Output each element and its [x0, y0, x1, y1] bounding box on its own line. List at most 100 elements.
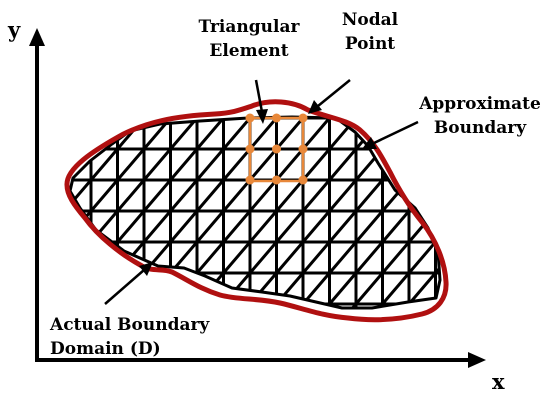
mesh-diagonal-line	[354, 272, 384, 305]
mesh-diagonal-line	[169, 117, 199, 150]
mesh-diagonal-line	[328, 148, 358, 181]
approximate-boundary-label: Approximate Boundary	[410, 92, 550, 140]
mesh-diagonal-line	[169, 210, 199, 243]
mesh-diagonal-line	[301, 210, 331, 243]
y-axis-label: y	[8, 17, 21, 42]
mesh-diagonal-line	[89, 148, 119, 181]
mesh-diagonal-line	[275, 241, 305, 274]
mesh-diagonal-line	[38, 273, 65, 304]
mesh-diagonal-line	[354, 241, 384, 274]
mesh-diagonal-line	[12, 180, 39, 211]
mesh-diagonal-line	[89, 272, 119, 305]
mesh-diagonal-line	[222, 241, 252, 274]
mesh-diagonal-line	[407, 241, 437, 274]
nodal-point-label: Nodal Point	[315, 8, 425, 56]
nodal-point-circle-icon	[298, 144, 308, 154]
mesh-diagonal-line	[328, 272, 358, 305]
mesh-diagonal-line	[275, 148, 305, 181]
nodal-point-arrowhead-icon	[308, 100, 322, 114]
mesh-diagonal-line	[301, 179, 331, 212]
mesh-diagonal-line	[195, 241, 225, 274]
mesh-diagonal-line	[195, 117, 225, 150]
mesh-diagonal-line	[12, 304, 39, 335]
mesh-diagonal-line	[407, 148, 437, 181]
x-axis-label: x	[492, 369, 505, 394]
nodal-point-label-line-1: Nodal	[341, 10, 399, 30]
callout-arrows	[104, 79, 419, 305]
mesh-diagonal-line	[38, 242, 65, 273]
mesh-diagonal-line	[89, 117, 119, 119]
mesh-diagonal-line	[195, 210, 225, 243]
mesh-diagonal-line	[38, 87, 65, 118]
mesh-diagonal-line	[462, 304, 489, 335]
mesh-diagonal-line	[195, 179, 225, 212]
nodal-point-circle-icon	[272, 144, 281, 154]
mesh-diagonal-line	[462, 180, 489, 211]
mesh-diagonal-line	[0, 180, 12, 211]
mesh-diagonal-line	[169, 179, 199, 212]
nodal-point-arrow	[317, 79, 351, 107]
x-axis-arrow-icon	[468, 352, 486, 368]
mesh-diagonal-line	[142, 117, 172, 119]
nodal-points	[245, 113, 308, 185]
mesh-diagonal-line	[0, 211, 12, 242]
mesh-diagonal-line	[381, 241, 411, 274]
mesh-diagonal-line	[222, 117, 252, 150]
mesh-diagonal-line	[328, 179, 358, 212]
mesh-diagonal-line	[12, 273, 39, 304]
mesh-diagonal-line	[222, 210, 252, 243]
mesh-diagonal-line	[462, 149, 489, 180]
mesh-diagonal-line	[12, 87, 39, 118]
mesh-diagonal-line	[0, 149, 12, 180]
mesh-diagonal-line	[275, 179, 305, 212]
mesh-diagonal-line	[12, 242, 39, 273]
actual-boundary-arrowhead-icon	[139, 262, 153, 276]
nodal-point-circle-icon	[245, 144, 255, 154]
y-axis-arrow-icon	[29, 28, 45, 46]
mesh-diagonal-line	[489, 242, 516, 273]
nodal-point-label-line-2: Point	[344, 34, 396, 54]
mesh-diagonal-line	[12, 335, 39, 366]
mesh-diagonal-line	[38, 149, 65, 180]
mesh-diagonal-line	[222, 179, 252, 212]
mesh-diagonal-line	[248, 241, 278, 274]
mesh-diagonal-line	[434, 179, 440, 212]
actual-boundary-label-line: Actual Boundary	[50, 315, 210, 335]
mesh-diagonal-line	[489, 335, 516, 366]
mesh-diagonal-line	[434, 303, 440, 308]
mesh-diagonal-line	[434, 210, 440, 243]
mesh-diagonal-line	[0, 273, 12, 304]
mesh-diagonal-line	[116, 148, 146, 181]
mesh-diagonal-line	[354, 179, 384, 212]
mesh-diagonal-line	[381, 210, 411, 243]
mesh-diagonal-line	[0, 242, 12, 273]
mesh-diagonal-line	[381, 117, 411, 119]
mesh-diagonal-line	[0, 87, 12, 118]
mesh-diagonal-line	[489, 211, 516, 242]
approximate-boundary-arrow	[373, 120, 419, 145]
nodal-point-circle-icon	[245, 175, 255, 185]
triangular-element-label: Triangular Element	[184, 15, 314, 63]
mesh-diagonal-line	[70, 241, 93, 274]
mesh-diagonal-line	[116, 179, 146, 212]
approximate-boundary	[68, 115, 442, 310]
mesh-diagonal-line	[0, 304, 12, 335]
mesh-diagonal-line	[248, 303, 278, 308]
mesh-diagonal-line	[328, 210, 358, 243]
actual-boundary-domain-label: Actual Boundary Domain (D)	[50, 313, 209, 361]
actual-boundary	[64, 99, 449, 323]
mesh-diagonal-line	[116, 117, 146, 119]
axes	[29, 28, 486, 368]
mesh-diagonal-line	[12, 211, 39, 242]
mesh-diagonal-line	[301, 241, 331, 274]
approximate-boundary-label-line-2: Boundary	[433, 118, 527, 138]
triangular-element-arrowhead-icon	[256, 109, 268, 124]
mesh-diagonal-line	[248, 148, 278, 181]
nodal-point-circle-icon	[272, 175, 281, 185]
mesh-diagonal-line	[0, 118, 12, 149]
mesh-diagonal-line	[12, 149, 39, 180]
mesh-diagonal-line	[489, 304, 516, 335]
mesh-diagonal-line	[142, 148, 172, 181]
mesh-diagonal-line	[248, 210, 278, 243]
